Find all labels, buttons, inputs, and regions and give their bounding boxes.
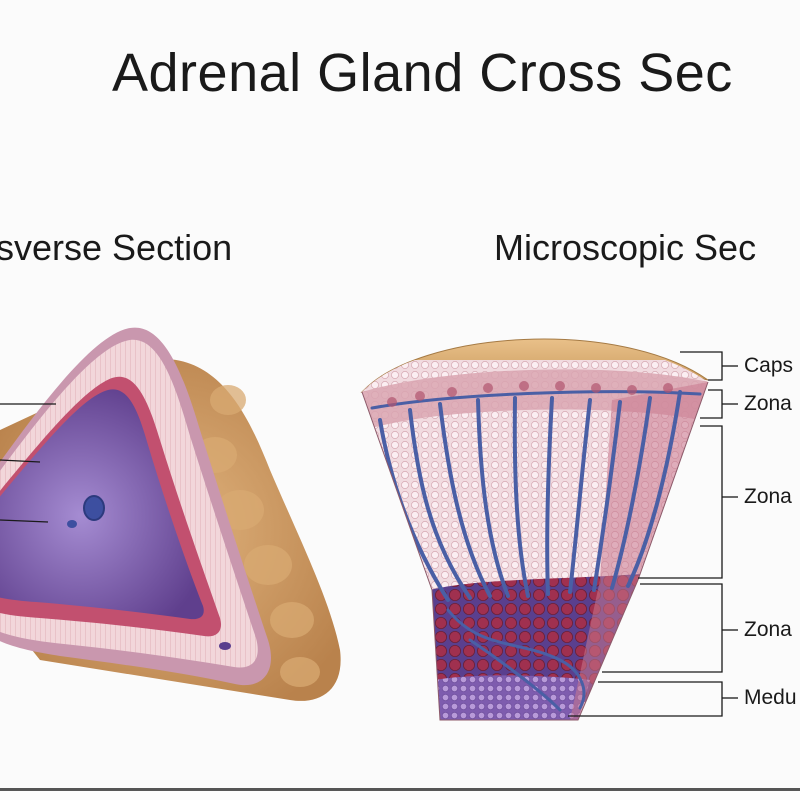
leader-line-medulla: [0, 519, 49, 523]
tail-vessel: [219, 642, 231, 650]
blood-vessels: [370, 390, 702, 712]
label-zona-glomerulosa: Zona: [744, 392, 792, 415]
label-brackets: [568, 351, 738, 717]
label-zona-fasciculata: Zona: [744, 485, 792, 508]
label-medulla: Medu: [744, 686, 797, 709]
figure-title: Adrenal Gland Cross Sec: [112, 43, 733, 103]
microscopic-section-heading: Microscopic Sec: [494, 227, 757, 268]
glomerulosa-cells: [387, 381, 673, 407]
microscopic-section-illustration: [360, 338, 738, 721]
label-capsule: Caps: [744, 354, 794, 377]
bottom-border: [0, 788, 800, 791]
wedge-outline: [361, 381, 709, 721]
transverse-section-heading: sverse Section: [0, 227, 233, 268]
central-vein: [83, 495, 105, 521]
leader-line-reticularis: [0, 459, 41, 463]
label-zona-reticularis: Zona: [744, 618, 792, 641]
small-vein: [67, 520, 77, 528]
transverse-section-illustration: [0, 327, 341, 701]
